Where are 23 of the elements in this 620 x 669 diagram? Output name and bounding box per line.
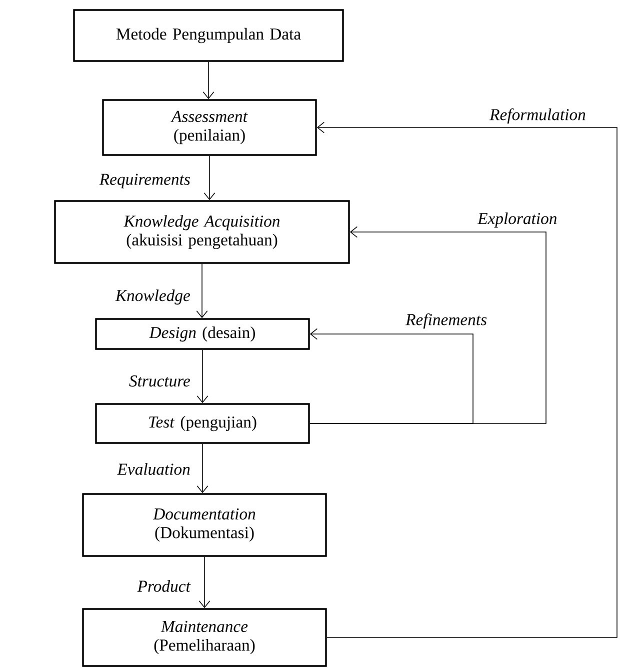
- edge-label: Exploration: [477, 212, 557, 228]
- arrow: [309, 328, 474, 424]
- arrow: [198, 556, 210, 608]
- edge-label: Refinements: [406, 313, 487, 329]
- process-box: Metode Pengumpulan Data: [73, 9, 344, 62]
- arrow: [316, 122, 618, 638]
- edge-label: Knowledge: [115, 289, 190, 305]
- arrow: [202, 61, 214, 100]
- arrow: [196, 263, 208, 318]
- process-box: Maintenance (Pemeliharaan): [82, 608, 327, 667]
- process-box: Documentation (Dokumentasi): [82, 493, 327, 557]
- process-box: Test (pengujian): [95, 403, 310, 444]
- process-box: Assessment (penilaian): [102, 99, 317, 156]
- edge-label: Evaluation: [117, 463, 190, 475]
- arrow: [204, 155, 216, 200]
- edge-label: Requirements: [99, 174, 190, 188]
- edge-label: Product: [137, 580, 191, 592]
- arrow: [196, 349, 208, 404]
- edge-label: Reformulation: [490, 108, 586, 124]
- process-box: Knowledge Acquisition (akuisisi pengetahuan): [54, 200, 350, 264]
- edge-label: Structure: [129, 375, 190, 387]
- arrow: [196, 443, 208, 494]
- process-box: Design (desain): [95, 318, 310, 350]
